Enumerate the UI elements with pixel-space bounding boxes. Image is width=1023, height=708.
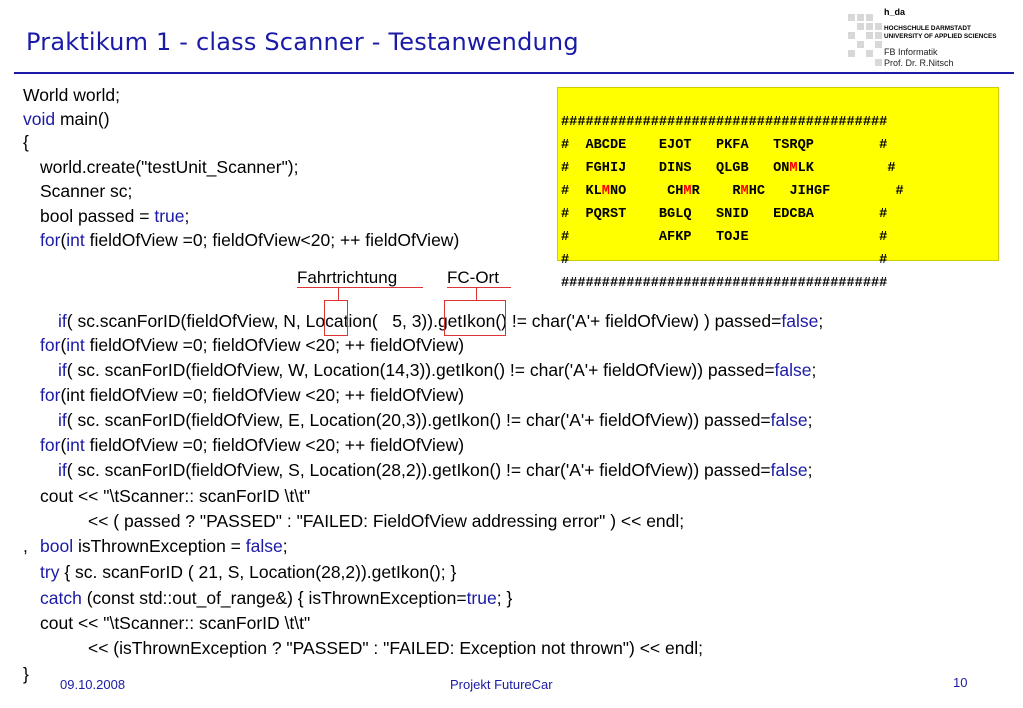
fc-location-underline [447, 287, 511, 288]
code-line: } [23, 664, 29, 684]
direction-highlight-box [324, 300, 348, 336]
code-line: for(int fieldOfView =0; fieldOfView<20; … [40, 230, 460, 250]
code-line: bool passed = true; [40, 206, 190, 226]
grid-row: # PQRST BGLQ SNID EDCBA # [561, 207, 888, 222]
code-line: World world; [23, 85, 120, 105]
code-line: { [23, 132, 29, 152]
code-line: for(int fieldOfView =0; fieldOfView <20;… [40, 435, 465, 455]
code-line: bool isThrownException = false; [40, 536, 288, 556]
grid-row: # ABCDE EJOT PKFA TSRQP # [561, 138, 888, 153]
code-line: if( sc. scanForID(fieldOfView, W, Locati… [58, 360, 817, 380]
fc-location-highlight-box [444, 300, 506, 336]
direction-underline [297, 287, 423, 288]
code-line: for(int fieldOfView =0; fieldOfView <20;… [40, 385, 465, 405]
code-line: if( sc. scanForID(fieldOfView, E, Locati… [58, 410, 813, 430]
direction-connector [338, 287, 339, 301]
grid-row: # # [561, 253, 888, 268]
world-map-grid: ########################################… [557, 87, 999, 291]
slide-title: Praktikum 1 - class Scanner - Testanwend… [26, 28, 579, 56]
grid-row: # FGHIJ DINS QLGB ONMLK # [561, 161, 896, 176]
code-line: void main() [23, 109, 110, 129]
grid-row: ######################################## [561, 115, 888, 130]
fc-location-connector [476, 287, 477, 301]
code-line: if( sc. scanForID(fieldOfView, S, Locati… [58, 460, 813, 480]
code-line: catch (const std::out_of_range&) { isThr… [40, 588, 513, 608]
page-number: 10 [953, 675, 968, 690]
code-line: << (isThrownException ? "PASSED" : "FAIL… [88, 638, 703, 658]
logo-squares-icon [848, 14, 882, 70]
code-line: for(int fieldOfView =0; fieldOfView <20;… [40, 335, 465, 355]
code-line: world.create("testUnit_Scanner"); [40, 157, 299, 177]
code-line: cout << "\tScanner:: scanForID \t\t" [40, 613, 311, 633]
title-rule [14, 72, 1014, 74]
code-line: Scanner sc; [40, 181, 133, 201]
code-line: try { sc. scanForID ( 21, S, Location(28… [40, 562, 457, 582]
logo-name: h_da [884, 7, 906, 17]
fc-location-label: FC-Ort [447, 268, 499, 287]
footer-date: 09.10.2008 [60, 677, 126, 692]
direction-label: Fahrtrichtung [297, 268, 398, 287]
grid-row: ######################################## [561, 276, 888, 291]
code-line: , [23, 536, 28, 556]
grid-row: # KLMNO CHMR RMHC JIHGF # [561, 184, 904, 199]
footer-project: Projekt FutureCar [450, 677, 553, 692]
code-line: if( sc.scanForID(fieldOfView, N, Locatio… [58, 311, 824, 331]
code-line: << ( passed ? "PASSED" : "FAILED: FieldO… [88, 511, 685, 531]
grid-row: # AFKP TOJE # [561, 230, 888, 245]
code-line: cout << "\tScanner:: scanForID \t\t" [40, 486, 311, 506]
